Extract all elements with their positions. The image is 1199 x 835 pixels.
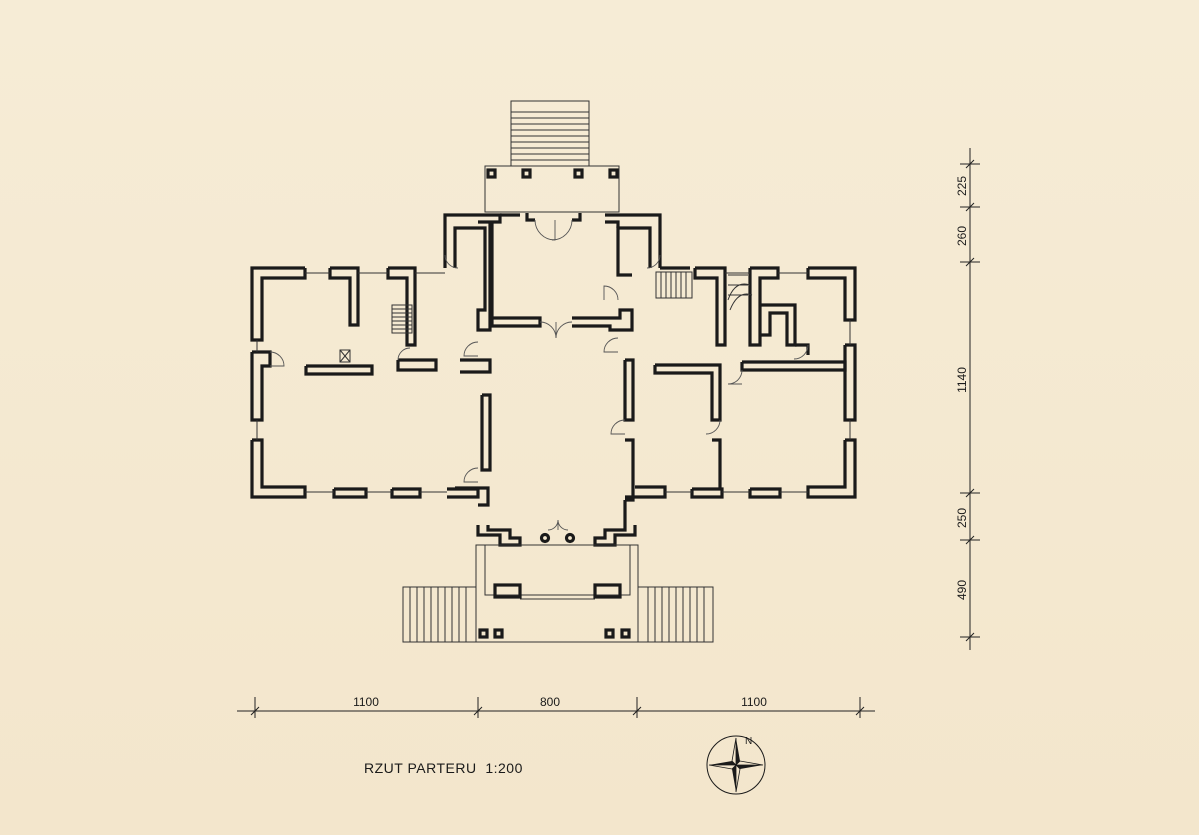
door-swings: [269, 219, 809, 531]
south-west-stairs: [402, 586, 477, 643]
north-stairs: [510, 100, 590, 167]
south-east-stairs: [637, 586, 714, 643]
dim-label-v3: 1140: [955, 367, 969, 393]
drawing-title: RZUT PARTERU 1:200: [364, 760, 523, 776]
dim-label-h2: 800: [540, 695, 560, 709]
dim-label-h1: 1100: [353, 695, 379, 709]
north-terrace: [484, 165, 620, 213]
dim-label-h3: 1100: [741, 695, 767, 709]
north-label: N: [745, 736, 752, 747]
dim-label-v1: 225: [955, 176, 969, 196]
vertical-dimension: 225 260 1140 250 490: [955, 148, 980, 650]
north-arrow-icon: N: [706, 735, 766, 795]
south-porch: [475, 544, 639, 643]
east-wing-walls: [625, 266, 857, 499]
central-hall-walls: [443, 213, 662, 547]
dim-label-v5: 490: [955, 580, 969, 600]
west-wing-walls: [250, 266, 480, 499]
dim-label-v4: 250: [955, 508, 969, 528]
dim-label-v2: 260: [955, 226, 969, 246]
horizontal-dimension: 1100 800 1100: [237, 695, 875, 718]
